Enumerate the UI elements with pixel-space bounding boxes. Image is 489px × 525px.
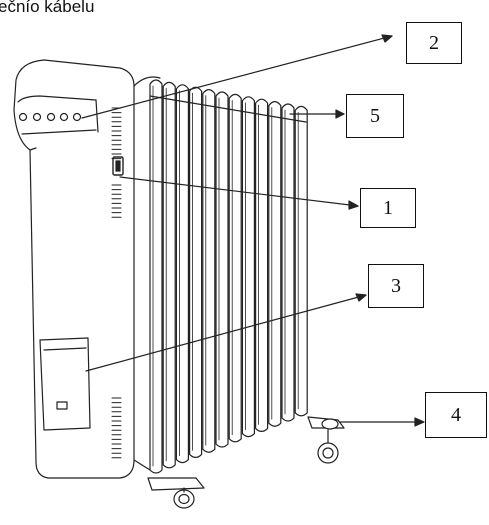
leader-lines	[81, 34, 425, 427]
radiator-fin	[241, 96, 255, 438]
callout-1-label: 1	[383, 196, 393, 219]
radiator-fin	[294, 105, 308, 417]
front-foot	[147, 477, 205, 509]
callout-1: 1	[360, 188, 416, 228]
leader-line-2	[81, 35, 393, 119]
radiator-fin	[149, 79, 163, 474]
radiator-fin	[255, 98, 269, 432]
radiator-fins	[149, 79, 308, 474]
radiator-fin	[162, 81, 176, 469]
callout-4: 4	[425, 392, 487, 438]
arrowhead-4	[414, 417, 425, 427]
radiator-fin	[175, 84, 189, 464]
callout-2-label: 2	[429, 31, 439, 54]
leader-line-1	[119, 176, 359, 207]
radiator-fin	[202, 89, 216, 453]
arrowhead-3	[355, 293, 367, 302]
callout-3: 3	[368, 264, 424, 308]
vent-slots-lower	[111, 397, 122, 459]
control-tower	[13, 59, 161, 479]
arrowhead-1	[348, 200, 359, 210]
back-foot	[307, 416, 345, 464]
radiator-fin	[215, 91, 229, 448]
leader-line-3	[85, 294, 367, 372]
radiator-fin	[268, 101, 282, 427]
radiator-fin	[189, 86, 203, 458]
radiator-top-rail	[149, 95, 307, 123]
caption-text: ečnío kábelu	[0, 0, 95, 16]
arrowhead-5	[335, 109, 345, 119]
callout-5: 5	[346, 94, 404, 138]
radiator-fin	[281, 103, 295, 422]
callout-4-label: 4	[451, 403, 461, 426]
vent-slots-upper	[111, 107, 122, 218]
callout-2: 2	[406, 22, 462, 64]
arrowhead-2	[381, 34, 393, 43]
radiator-fin	[228, 93, 242, 443]
callout-3-label: 3	[391, 274, 401, 297]
callout-5-label: 5	[370, 104, 380, 127]
